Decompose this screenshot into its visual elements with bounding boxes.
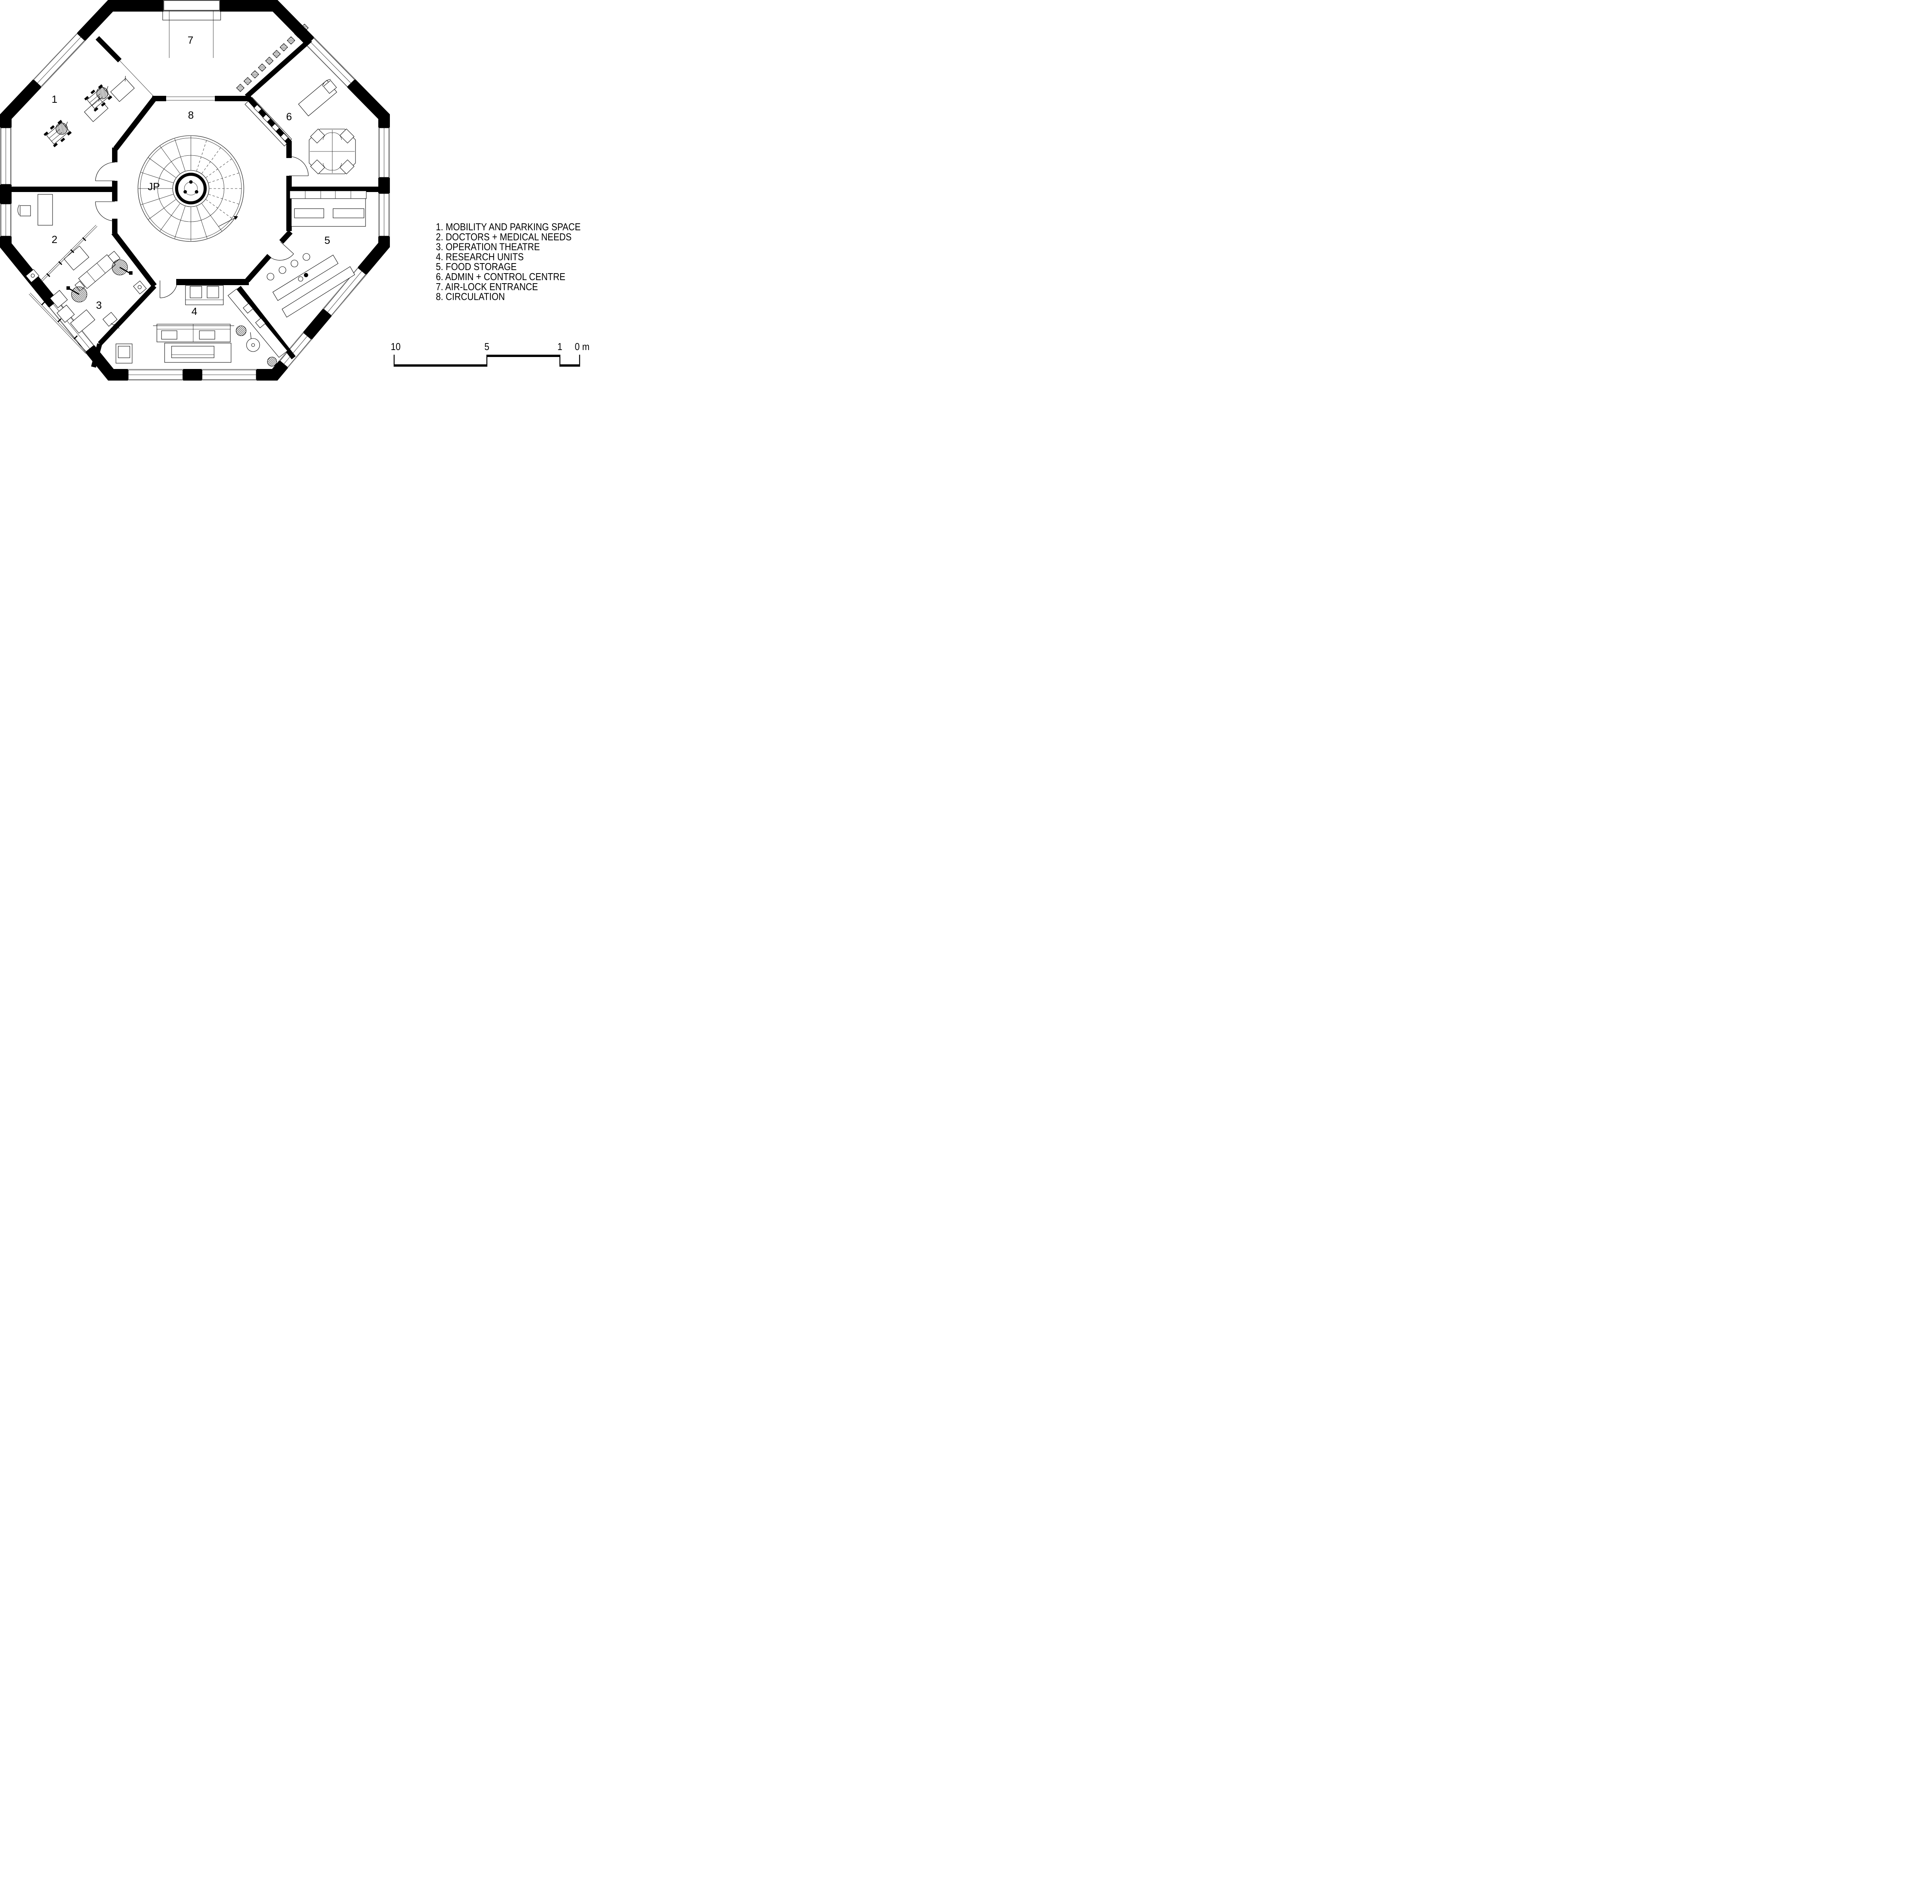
door-room6 xyxy=(289,156,309,176)
rover-vehicle-b xyxy=(84,84,112,112)
room4-wall-counter xyxy=(228,289,288,367)
room5-storage-shelves xyxy=(289,190,367,227)
room3-screen xyxy=(64,245,89,271)
window-bottom-left xyxy=(127,369,184,381)
legend-item-7: 7. AIR-LOCK ENTRANCE xyxy=(436,282,538,293)
spiral-staircase xyxy=(138,135,244,242)
legend: 1. MOBILITY AND PARKING SPACE 2. DOCTORS… xyxy=(436,222,581,303)
window-lower-right-b xyxy=(279,332,312,368)
room-label-4: 4 xyxy=(191,306,197,317)
stair-steps xyxy=(138,136,243,241)
room6-console-row xyxy=(245,97,292,146)
scale-label-5: 5 xyxy=(485,342,490,353)
window-lower-right-a xyxy=(323,267,367,316)
window-right-lower xyxy=(378,192,390,237)
legend-item-4: 4. RESEARCH UNITS xyxy=(436,252,524,263)
window-upper-right xyxy=(306,37,355,88)
surgical-light-a xyxy=(112,259,133,275)
room-label-6: 6 xyxy=(286,111,292,122)
scale-bar-labels: 10 5 1 0 m xyxy=(391,342,589,353)
room-label-8: 8 xyxy=(188,109,194,121)
legend-item-5: 5. FOOD STORAGE xyxy=(436,262,517,273)
wall-room5-room4 xyxy=(236,286,296,359)
stair-core xyxy=(172,170,209,207)
room4-workstation xyxy=(185,285,224,305)
furniture xyxy=(17,24,367,367)
room7-suit-row xyxy=(236,24,309,92)
room-label-2: 2 xyxy=(51,234,57,245)
rover-vehicle-a xyxy=(43,120,72,148)
room3-cart-a xyxy=(49,290,68,308)
legend-item-1: 1. MOBILITY AND PARKING SPACE xyxy=(436,222,581,233)
legend-item-8: 8. CIRCULATION xyxy=(436,291,505,303)
room-label-7: 7 xyxy=(187,34,193,46)
wall-room6-room7 xyxy=(245,38,312,99)
interior-walls xyxy=(11,36,385,368)
room3-desk-chair xyxy=(102,312,117,327)
mars-base-floor-plan: 1 2 3 4 5 6 7 8 JP 1. MOBILITY AND PARKI… xyxy=(0,0,590,381)
room4-round-unit xyxy=(246,332,260,352)
room6-meeting-cluster xyxy=(309,128,356,175)
window-upper-left xyxy=(33,33,85,87)
airlock-exterior-door xyxy=(162,0,221,58)
legend-item-2: 2. DOCTORS + MEDICAL NEEDS xyxy=(436,232,571,243)
room6-desk-chair xyxy=(322,79,337,94)
stair-direction-arrow xyxy=(218,216,238,227)
page: { "plan": { "room_numbers": ["1","2","3"… xyxy=(0,0,602,381)
room4-lab-bench xyxy=(153,324,234,342)
room4-autoclave-bench xyxy=(164,343,231,363)
glazed-partition-2-3 xyxy=(40,225,97,282)
door-room2 xyxy=(95,201,115,221)
legend-item-6: 6. ADMIN + CONTROL CENTRE xyxy=(436,272,565,283)
room-labels: 1 2 3 4 5 6 7 8 JP xyxy=(51,34,330,317)
scale-label-0m: 0 m xyxy=(575,342,590,353)
stair-label-jp: JP xyxy=(148,181,160,192)
door-room1 xyxy=(95,162,115,181)
room3-cart-b xyxy=(56,304,75,323)
room4-bottom-bench xyxy=(116,343,133,364)
surgical-light-b xyxy=(66,286,87,303)
door-room4 xyxy=(160,280,178,298)
room5-counter xyxy=(272,255,355,318)
room3-sink-left xyxy=(26,269,39,283)
glazed-corridor-screen xyxy=(29,292,87,354)
window-bottom-right xyxy=(201,369,257,381)
wall-room1-room7-stub xyxy=(95,36,122,63)
wall-room3-room4 xyxy=(98,284,156,346)
window-left-lower xyxy=(0,203,12,237)
door-room5 xyxy=(268,241,294,261)
parking-bay-a xyxy=(110,76,135,102)
scale-label-10: 10 xyxy=(391,342,400,353)
doors xyxy=(95,156,309,298)
room-label-5: 5 xyxy=(324,235,330,246)
window-left-upper xyxy=(0,127,12,185)
scale-label-1: 1 xyxy=(558,342,563,353)
legend-item-3: 3. OPERATION THEATRE xyxy=(436,241,540,253)
room2-desk xyxy=(17,194,53,226)
room-label-1: 1 xyxy=(51,94,57,105)
room3-wheeled-chair xyxy=(111,323,120,330)
scale-bar: 10 5 1 0 m xyxy=(391,342,590,367)
parking-bay-b xyxy=(84,96,109,122)
room-label-3: 3 xyxy=(96,299,102,311)
window-right-upper xyxy=(378,127,390,178)
room3-table xyxy=(70,309,95,334)
room3-sink-right xyxy=(133,280,147,294)
scale-bar-graphic xyxy=(393,355,580,367)
room5-stools xyxy=(267,253,310,280)
